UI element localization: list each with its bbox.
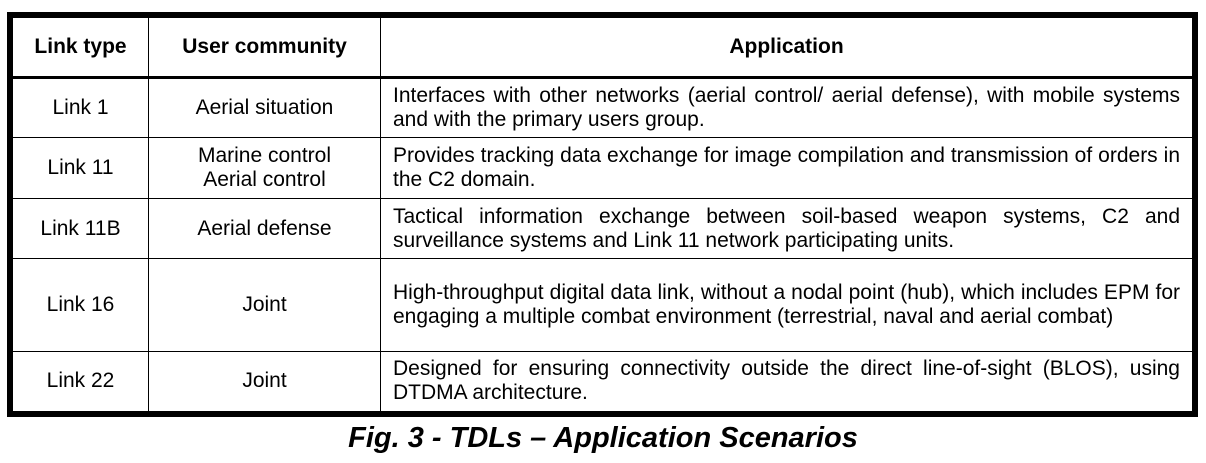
user-community-line: Aerial situation <box>195 96 334 120</box>
cell-application: Provides tracking data exchange for imag… <box>380 137 1193 199</box>
cell-user-community: Aerial defense <box>148 197 381 260</box>
user-community-line: Aerial defense <box>197 216 332 240</box>
cell-link-type: Link 1 <box>12 76 149 139</box>
header-application: Application <box>380 17 1193 79</box>
cell-link-type: Link 11B <box>12 197 149 260</box>
cell-user-community: Joint <box>148 350 381 413</box>
cell-user-community: Marine control Aerial control <box>148 137 381 199</box>
table-frame: Link type User community Application Lin… <box>7 12 1198 417</box>
cell-user-community: Joint <box>148 258 381 352</box>
cell-application: Designed for ensuring connectivity outsi… <box>380 350 1193 413</box>
table-row: Link 16 Joint High-throughput digital da… <box>12 258 1193 352</box>
header-row: Link type User community Application <box>12 17 1193 79</box>
user-community-line: Joint <box>242 292 287 316</box>
cell-application: Interfaces with other networks (aerial c… <box>380 76 1193 139</box>
cell-link-type: Link 22 <box>12 350 149 413</box>
table-row: Link 1 Aerial situation Interfaces with … <box>12 76 1193 139</box>
cell-link-type: Link 11 <box>12 137 149 199</box>
user-community-line: Marine control <box>197 144 332 168</box>
header-link-type: Link type <box>12 17 149 79</box>
cell-application: High-throughput digital data link, witho… <box>380 258 1193 352</box>
user-community-line: Aerial control <box>203 168 326 192</box>
header-user-community: User community <box>148 17 381 79</box>
tdl-table: Link type User community Application Lin… <box>12 17 1193 413</box>
table-row: Link 22 Joint Designed for ensuring conn… <box>12 350 1193 413</box>
figure-caption: Fig. 3 - TDLs – Application Scenarios <box>348 422 858 454</box>
cell-user-community: Aerial situation <box>148 76 381 139</box>
table-row: Link 11 Marine control Aerial control Pr… <box>12 137 1193 199</box>
cell-link-type: Link 16 <box>12 258 149 352</box>
user-community-line: Joint <box>242 369 287 393</box>
cell-application: Tactical information exchange between so… <box>380 197 1193 260</box>
table-row: Link 11B Aerial defense Tactical informa… <box>12 197 1193 260</box>
